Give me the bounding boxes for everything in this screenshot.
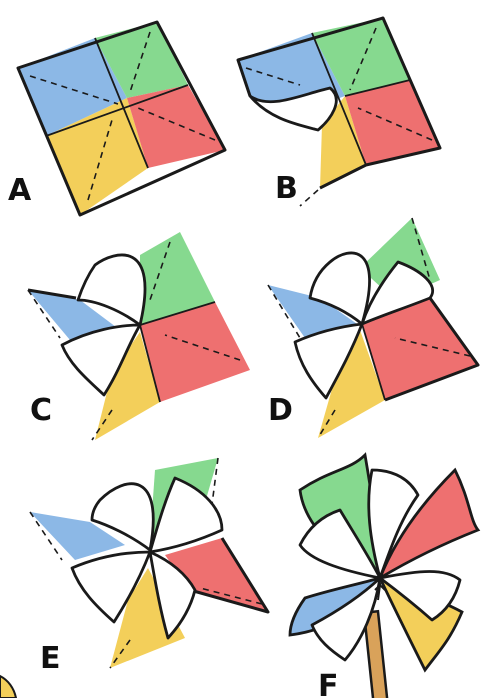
step-f-pinwheel [290,455,478,698]
step-b-cut-line-4 [300,190,318,206]
corner-yellow-shape [0,676,16,698]
step-d-label: D [268,393,293,428]
step-a-label: A [8,173,32,208]
step-b-label: B [275,171,298,206]
step-b-square [238,18,440,206]
step-a-square [18,22,225,215]
step-f-label: F [318,669,339,698]
step-c-label: C [30,393,52,428]
step-d-square [268,218,478,438]
step-e-label: E [40,641,61,676]
step-e-pinwheel [30,458,268,668]
step-c-square [28,232,250,440]
